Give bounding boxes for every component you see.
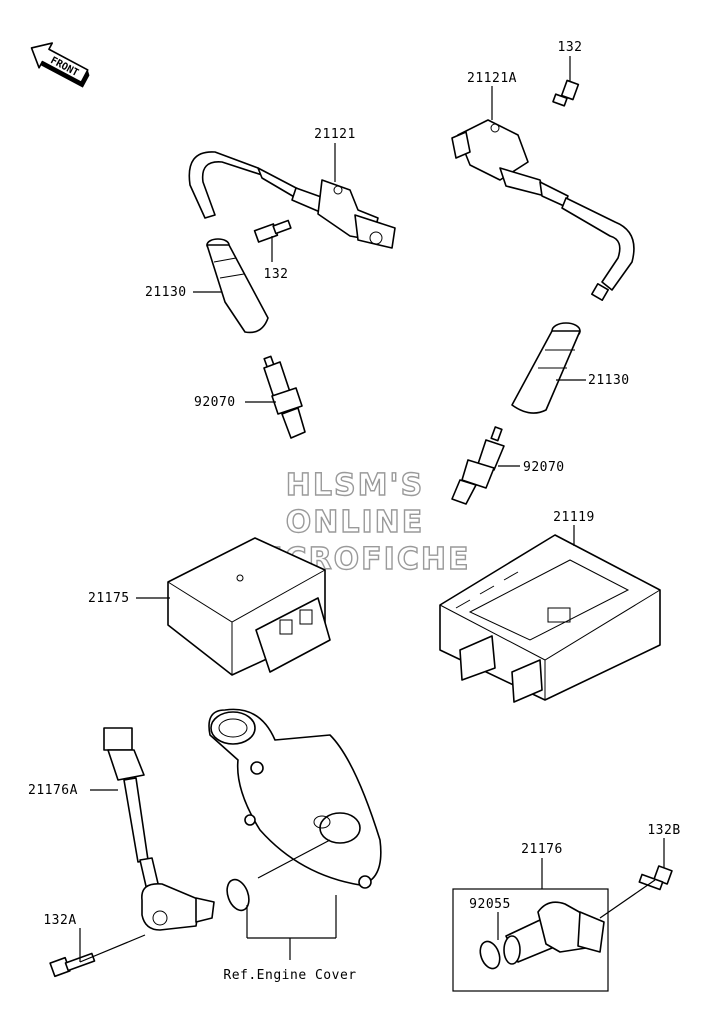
- bolt-132a-icon: [49, 952, 96, 978]
- sensor-21176-icon: [503, 901, 605, 965]
- watermark-line-1: HLSM'S: [286, 468, 424, 503]
- o-ring-92055-icon: [479, 940, 501, 970]
- ignition-coil-left-icon: [188, 151, 396, 249]
- label-21130-right: 21130: [588, 373, 630, 388]
- leader-lines: [79, 56, 665, 963]
- label-92055: 92055: [469, 897, 511, 912]
- label-132-mid: 132: [264, 267, 289, 282]
- label-21176: 21176: [521, 842, 563, 857]
- spark-plug-right-icon: [451, 426, 505, 505]
- label-92070-left: 92070: [194, 395, 236, 410]
- label-132b: 132B: [647, 823, 680, 838]
- spark-plug-left-icon: [263, 355, 306, 439]
- o-ring-left-icon: [226, 878, 250, 912]
- bolt-132b-icon: [638, 865, 673, 891]
- label-132-top: 132: [558, 40, 583, 55]
- label-21119: 21119: [553, 510, 595, 525]
- sensor-21176a-icon: [103, 727, 215, 931]
- plug-cap-left-icon: [206, 238, 269, 334]
- label-21121a: 21121A: [467, 71, 517, 86]
- label-21130-left: 21130: [145, 285, 187, 300]
- control-module-21175-icon: [167, 537, 331, 676]
- front-arrow-icon: FRONT: [30, 42, 90, 88]
- ecu-21119-icon: [439, 534, 661, 703]
- sensor-21176-box: [452, 888, 609, 992]
- label-92070-right: 92070: [523, 460, 565, 475]
- label-132a: 132A: [43, 913, 76, 928]
- label-21121: 21121: [314, 127, 356, 142]
- label-21175: 21175: [88, 591, 130, 606]
- label-21176a: 21176A: [28, 783, 78, 798]
- plug-cap-right-icon: [511, 322, 581, 414]
- watermark-line-2: ONLINE: [286, 505, 425, 540]
- engine-cover-icon: [208, 708, 382, 889]
- bolt-132-top-icon: [552, 79, 580, 107]
- ignition-coil-right-icon: [451, 119, 635, 301]
- label-ref-engine-cover: Ref.Engine Cover: [223, 968, 356, 983]
- bolt-132-mid-icon: [253, 219, 292, 243]
